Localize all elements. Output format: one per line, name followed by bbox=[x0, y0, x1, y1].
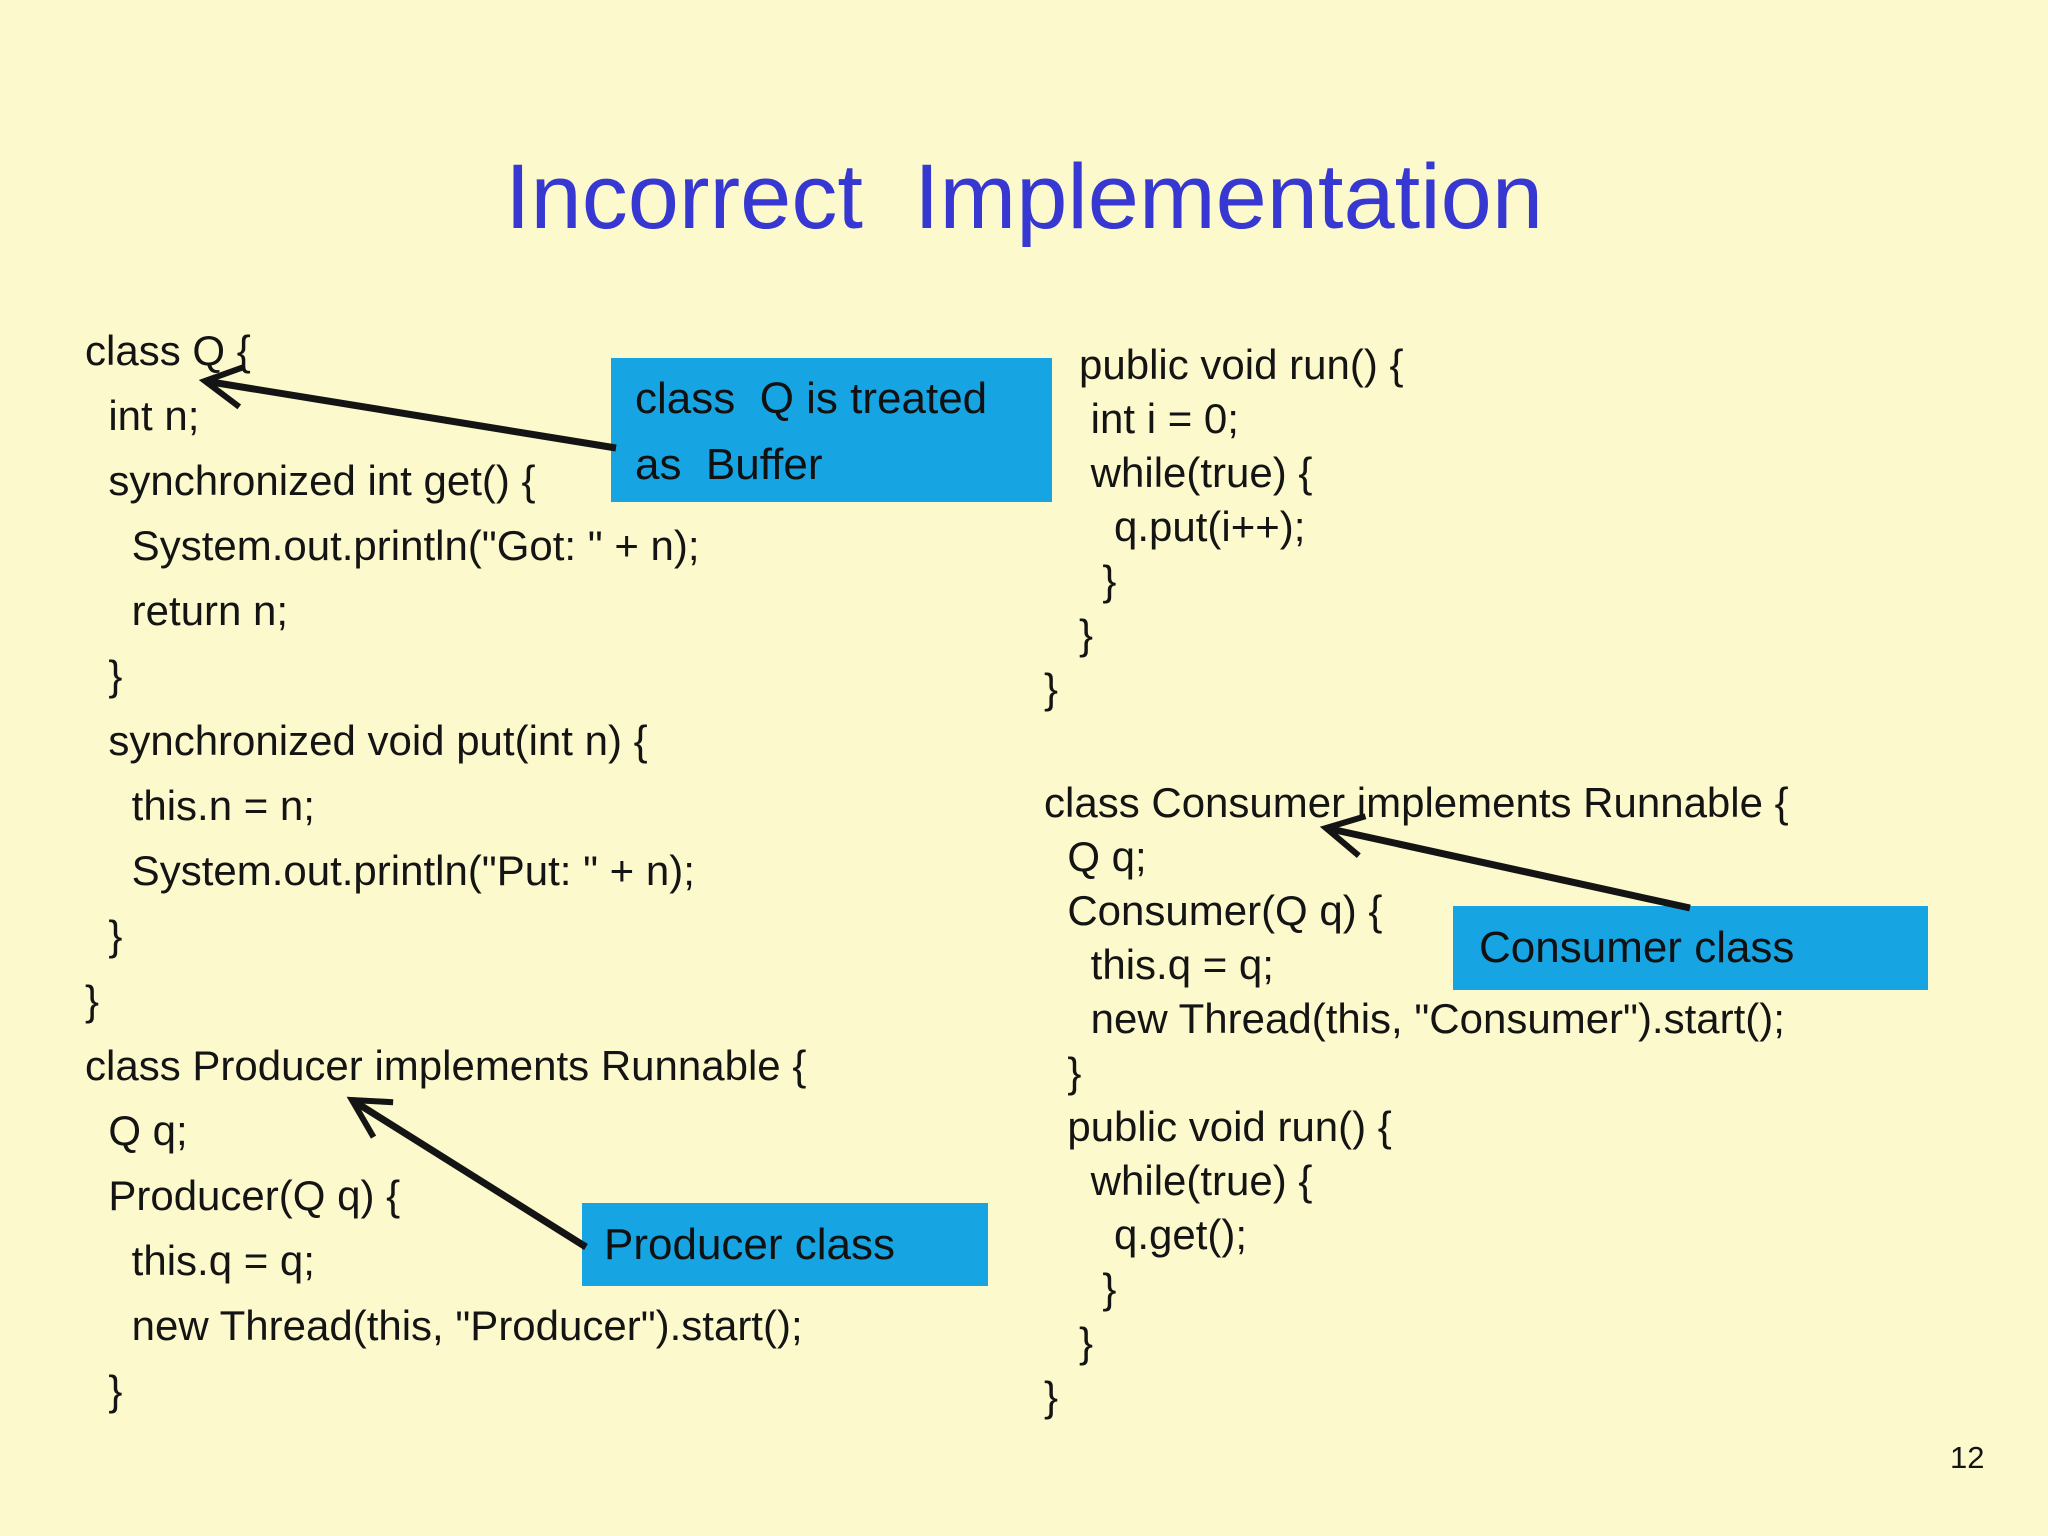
callout-producer-class: Producer class bbox=[582, 1203, 988, 1286]
page-number: 12 bbox=[1950, 1440, 1985, 1475]
code-block-class-consumer: class Consumer implements Runnable { Q q… bbox=[1044, 779, 1789, 1420]
callout-class-q-buffer: class Q is treated as Buffer bbox=[611, 358, 1052, 502]
slide-title: Incorrect Implementation bbox=[504, 146, 1543, 248]
code-block-class-q-and-producer: class Q { int n; synchronized int get() … bbox=[85, 327, 807, 1414]
callout-consumer-class: Consumer class bbox=[1453, 906, 1928, 990]
code-block-producer-run-method: public void run() { int i = 0; while(tru… bbox=[1044, 341, 1404, 712]
